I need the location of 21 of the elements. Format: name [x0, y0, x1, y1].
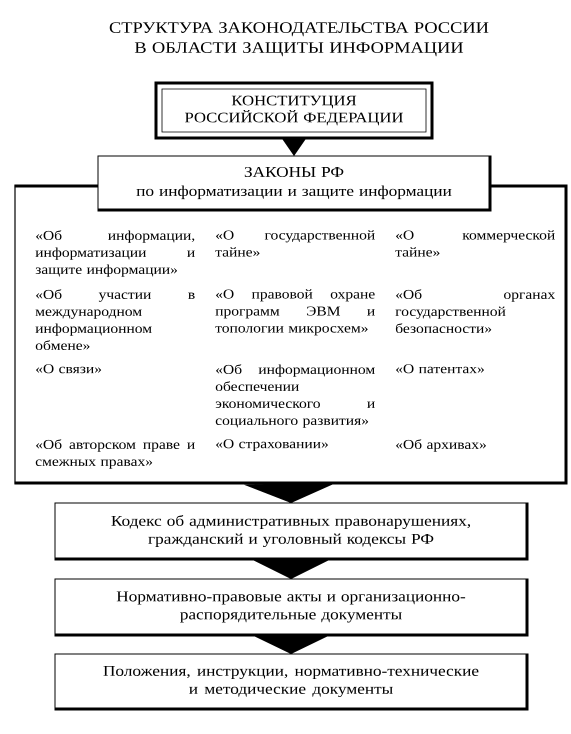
arrow [252, 558, 330, 579]
text-box: Положения, инструкции, нормативно-технические и методические документы [54, 654, 528, 710]
law-title: «Об авторском праве и смежных правах» [36, 439, 195, 469]
law-title: «О правовой охране программ ЭВМ и топологии микросхем» [215, 289, 375, 336]
arrow [254, 634, 328, 654]
law-title: «Об информационном обеспечении экономического и социального развития» [216, 364, 375, 428]
double-frame-box: КОНСТИТУЦИЯ РОССИЙСКОЙ ФЕДЕРАЦИИ [154, 82, 434, 140]
law-title: «О государственной тайне» [215, 230, 375, 257]
text-box: Нормативно-правовые акты и организационно-распорядительные документы [54, 578, 528, 636]
law-title: «О связи» [36, 364, 102, 374]
law-title: «Об архивах» [396, 439, 486, 452]
arrow [282, 138, 306, 156]
law-title: «Об участии в международном информационном обмене» [35, 289, 195, 350]
law-title: «О страховании» [216, 439, 328, 452]
law-title: «О патентах» [396, 364, 484, 374]
law-title: «Об информации, информатизации и защите информации» [35, 230, 195, 277]
law-title: «О коммерческой тайне» [395, 230, 555, 257]
text-box: Кодекс об административных правонарушениях, гражданский и уголовный кодексы РФ [54, 502, 528, 560]
diagram-title: СТРУКТУРА ЗАКОНОДАТЕЛЬСТВА РОССИИ В ОБЛАСТИ ЗАЩИТЫ ИНФОРМАЦИИ [110, 22, 488, 56]
heading-box: ЗАКОНЫ РФ по информатизации и защите информации [98, 156, 492, 212]
law-title: «Об органах государственной безопасности» [395, 289, 556, 333]
